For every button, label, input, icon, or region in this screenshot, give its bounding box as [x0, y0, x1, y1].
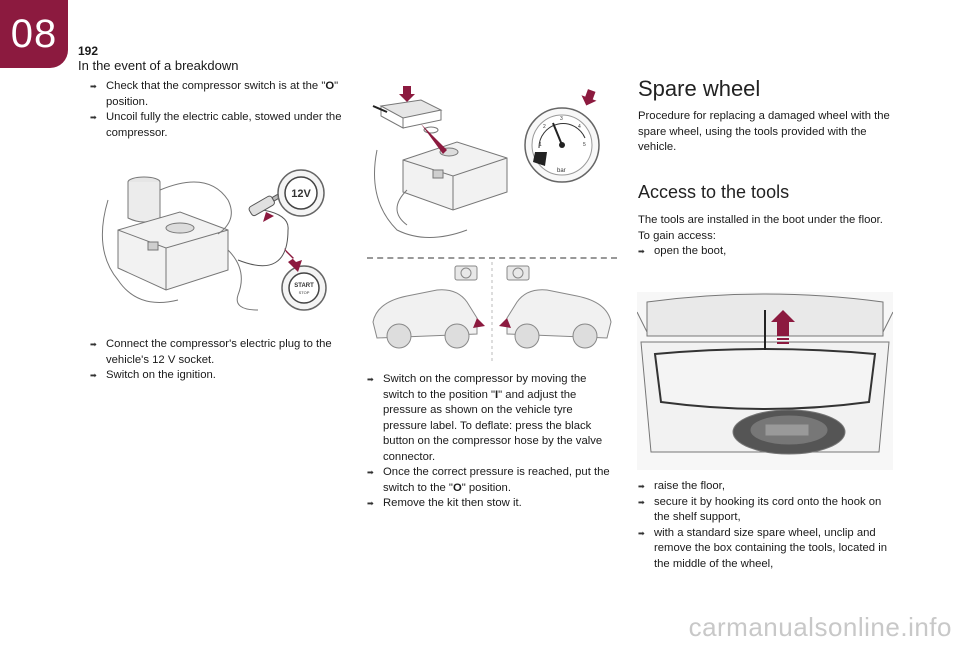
step-connect-plug: Connect the compressor's electric plug t… — [90, 337, 348, 368]
stop-label: STOP — [299, 290, 310, 295]
page-number: 192 — [78, 44, 99, 58]
chapter-number: 08 — [10, 11, 58, 56]
pressure-gauge-figure: 1 2 3 4 5 bar — [372, 86, 600, 238]
gauge-unit: bar — [557, 168, 566, 174]
col1-top-text: Check that the compressor switch is at t… — [90, 79, 348, 141]
step-hook-cord: secure it by hooking its cord onto the h… — [638, 495, 898, 526]
step-check-switch: Check that the compressor switch is at t… — [90, 79, 348, 110]
col2-text: Switch on the compressor by moving the s… — [367, 372, 617, 512]
gauge-tick-1: 1 — [539, 142, 542, 148]
divider — [367, 257, 617, 259]
boot-figure — [637, 292, 893, 470]
step-uncoil-cable: Uncoil fully the electric cable, stowed … — [90, 110, 348, 141]
access-text: The tools are installed in the boot unde… — [638, 213, 888, 260]
gauge-tick-4: 4 — [578, 124, 581, 130]
step-remove-box: with a standard size spare wheel, unclip… — [638, 526, 898, 573]
gauge-tick-3: 3 — [560, 116, 563, 122]
down-arrow-icon — [399, 86, 415, 102]
chapter-tab: 08 — [0, 0, 68, 68]
spare-wheel-intro: Procedure for replacing a damaged wheel … — [638, 110, 890, 153]
step-switch-on: Switch on the compressor by moving the s… — [367, 372, 617, 465]
step-open-boot: open the boot, — [638, 244, 888, 260]
gauge-tick-2: 2 — [543, 124, 546, 130]
access-tools-heading: Access to the tools — [638, 182, 790, 202]
col1-bottom-text: Connect the compressor's electric plug t… — [90, 337, 348, 384]
step-switch-off: Once the correct pressure is reached, pu… — [367, 465, 617, 496]
compressor-figure: 12V START STOP — [101, 169, 327, 311]
col3-steps: raise the floor, secure it by hooking it… — [638, 479, 898, 572]
start-label: START — [294, 283, 314, 289]
car-tyre-label-figure — [372, 262, 612, 362]
up-arrow-icon — [581, 89, 597, 106]
watermark: carmanualsonline.info — [688, 612, 952, 642]
step-raise-floor: raise the floor, — [638, 479, 898, 495]
step-stow-kit: Remove the kit then stow it. — [367, 496, 617, 512]
section-title: In the event of a breakdown — [78, 58, 239, 73]
step-ignition: Switch on the ignition. — [90, 368, 348, 384]
press-arrow-icon — [284, 248, 302, 272]
gauge-tick-5: 5 — [583, 142, 586, 148]
socket-label: 12V — [291, 188, 311, 200]
spare-wheel-heading: Spare wheel — [638, 76, 761, 101]
lift-arrow-icon — [771, 310, 795, 344]
